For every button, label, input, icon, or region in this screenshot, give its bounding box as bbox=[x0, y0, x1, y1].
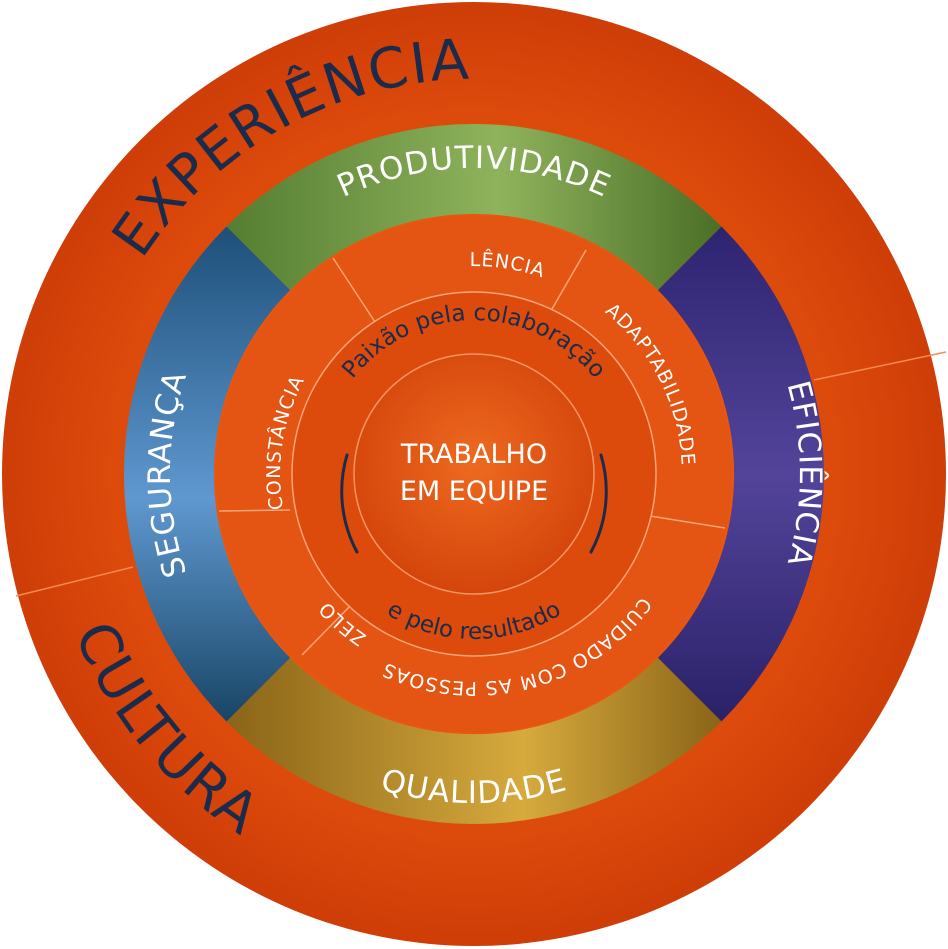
values-ring-dividers bbox=[218, 249, 726, 656]
outer-ring-divider-right bbox=[813, 351, 947, 381]
pillar-segment-seguranca bbox=[123, 226, 291, 722]
core-line-2: EM EQUIPE bbox=[400, 476, 548, 507]
pillar-segment-qualidade bbox=[226, 657, 722, 825]
motto-bracket-right bbox=[589, 453, 608, 554]
pillar-segment-produtividade bbox=[226, 123, 722, 291]
core-line-1: TRABALHO bbox=[400, 439, 547, 470]
pillar-segment-eficiencia bbox=[657, 226, 825, 722]
outer-ring-divider-left bbox=[15, 566, 134, 597]
core-circle bbox=[353, 353, 595, 595]
motto-bracket-left bbox=[340, 453, 359, 554]
pillar-ring bbox=[123, 123, 825, 825]
